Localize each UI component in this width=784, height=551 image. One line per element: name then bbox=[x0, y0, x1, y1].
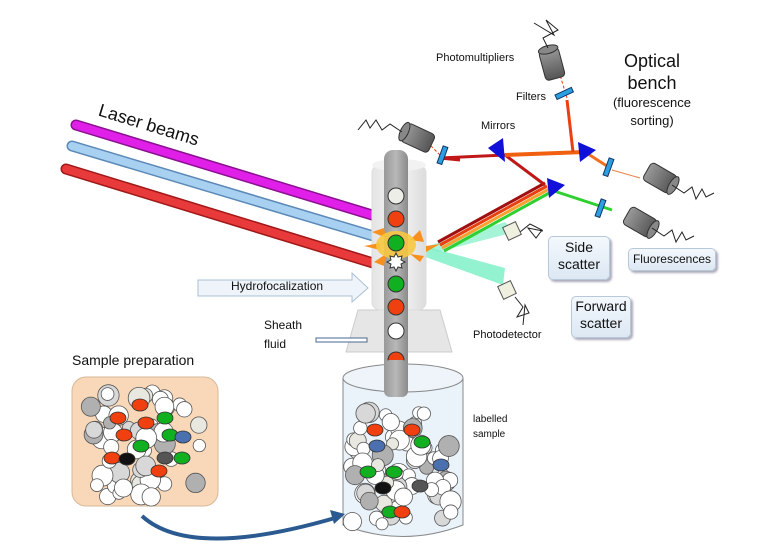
labelled-cell bbox=[368, 439, 386, 453]
labelled-cell bbox=[156, 411, 174, 425]
labelled-cell bbox=[131, 398, 149, 412]
sheath-fluid-label: Sheath fluid bbox=[264, 316, 302, 354]
labelled-sample-label: labelled sample bbox=[473, 412, 507, 442]
optical-bench-label: Optical bench (fluorescence sorting) bbox=[600, 50, 704, 130]
side-scatter-label: Side scatter bbox=[548, 236, 610, 280]
cell bbox=[192, 438, 206, 453]
labelled-sample-line1: labelled bbox=[473, 414, 508, 425]
labelled-cell bbox=[115, 428, 133, 442]
cell bbox=[185, 472, 206, 494]
cell bbox=[141, 487, 161, 507]
forward-scatter-line2: scatter bbox=[579, 315, 622, 331]
labelled-cell bbox=[413, 435, 431, 449]
cell bbox=[85, 421, 103, 439]
cell bbox=[114, 478, 133, 498]
sample-beaker bbox=[342, 363, 464, 537]
mirror-icon bbox=[547, 178, 565, 198]
photomultipliers bbox=[398, 44, 680, 239]
optical-bench-title-2: bench bbox=[627, 73, 677, 93]
optical-bench-title: Optical bbox=[623, 51, 681, 71]
flow-cell bbox=[345, 150, 453, 398]
cell bbox=[355, 403, 376, 424]
photomultipliers-label: Photomultipliers bbox=[436, 52, 515, 64]
cell bbox=[360, 491, 379, 511]
sheath-fluid-line2: fluid bbox=[264, 337, 287, 351]
forward-scatter-detector-icon bbox=[497, 280, 517, 300]
photomultiplier-icon bbox=[622, 206, 660, 239]
photodetector-label: Photodetector bbox=[473, 329, 542, 341]
cell bbox=[190, 416, 208, 434]
labelled-cell bbox=[103, 451, 121, 465]
mirrors-label: Mirrors bbox=[481, 120, 516, 132]
labelled-cell bbox=[137, 416, 155, 430]
signal-wires bbox=[357, 19, 715, 326]
labelled-cell bbox=[393, 505, 411, 519]
forward-scatter-line1: Forward bbox=[575, 298, 627, 314]
cell bbox=[416, 406, 431, 421]
sheath-fluid-inlet bbox=[315, 337, 368, 343]
labelled-cell bbox=[366, 423, 384, 437]
labelled-cell bbox=[156, 451, 174, 465]
labelled-cells bbox=[342, 401, 462, 532]
cell bbox=[100, 387, 115, 401]
cell bbox=[381, 413, 400, 432]
labelled-cell bbox=[118, 452, 136, 466]
cell bbox=[438, 435, 460, 457]
sheath-fluid-line1: Sheath bbox=[264, 318, 303, 332]
optical-bench-subtitle: (fluorescence bbox=[612, 95, 692, 110]
photomultiplier-icon bbox=[642, 162, 680, 195]
forward-scatter-light bbox=[420, 245, 505, 285]
optical-bench-subtitle-2: sorting) bbox=[630, 113, 674, 128]
cell bbox=[176, 401, 193, 418]
fluorescences-label: Fluorescences bbox=[628, 248, 716, 271]
photomultiplier-icon bbox=[398, 121, 436, 153]
sample-preparation-label: Sample preparation bbox=[72, 352, 195, 368]
emission-beams bbox=[424, 74, 641, 253]
filters-label: Filters bbox=[516, 91, 546, 103]
filters bbox=[436, 86, 615, 219]
debris-icon bbox=[385, 251, 407, 273]
sample-preparation-cells bbox=[80, 384, 208, 507]
cell bbox=[90, 478, 104, 492]
mirror-icon bbox=[578, 142, 596, 162]
hydrofocalization-arrow bbox=[197, 271, 369, 304]
labelled-cell bbox=[432, 458, 450, 472]
forward-scatter-label: Forward scatter bbox=[571, 296, 631, 338]
labelled-cell bbox=[374, 481, 392, 495]
photomultiplier-icon bbox=[537, 44, 566, 81]
excitation-burst-icon bbox=[364, 228, 440, 266]
mirrors bbox=[488, 138, 596, 198]
scatter-detectors bbox=[497, 221, 522, 300]
labelled-cell bbox=[132, 439, 150, 453]
mirror-icon bbox=[488, 138, 505, 162]
transfer-arrow bbox=[140, 514, 336, 541]
labelled-cell bbox=[173, 451, 191, 465]
side-scatter-detector-icon bbox=[502, 221, 522, 241]
filter-icon bbox=[554, 86, 575, 101]
cell bbox=[443, 504, 459, 520]
labelled-sample-line2: sample bbox=[473, 429, 506, 440]
cell bbox=[342, 512, 362, 532]
labelled-cell bbox=[150, 464, 168, 478]
side-scatter-line1: Side bbox=[564, 239, 594, 255]
filter-icon bbox=[594, 198, 607, 219]
filter-icon bbox=[436, 145, 449, 166]
filter-icon bbox=[602, 157, 615, 178]
cell bbox=[394, 487, 413, 507]
labelled-cell bbox=[109, 411, 127, 425]
labelled-cell bbox=[359, 465, 377, 479]
hydrofocalization-label: Hydrofocalization bbox=[231, 279, 324, 293]
cell bbox=[375, 517, 389, 531]
labelled-cell bbox=[174, 430, 192, 444]
labelled-cell bbox=[403, 423, 421, 437]
laser-beams bbox=[60, 119, 388, 269]
labelled-cell bbox=[385, 465, 403, 479]
cell bbox=[80, 396, 101, 417]
labelled-cell bbox=[411, 479, 429, 493]
side-scatter-line2: scatter bbox=[557, 256, 600, 272]
